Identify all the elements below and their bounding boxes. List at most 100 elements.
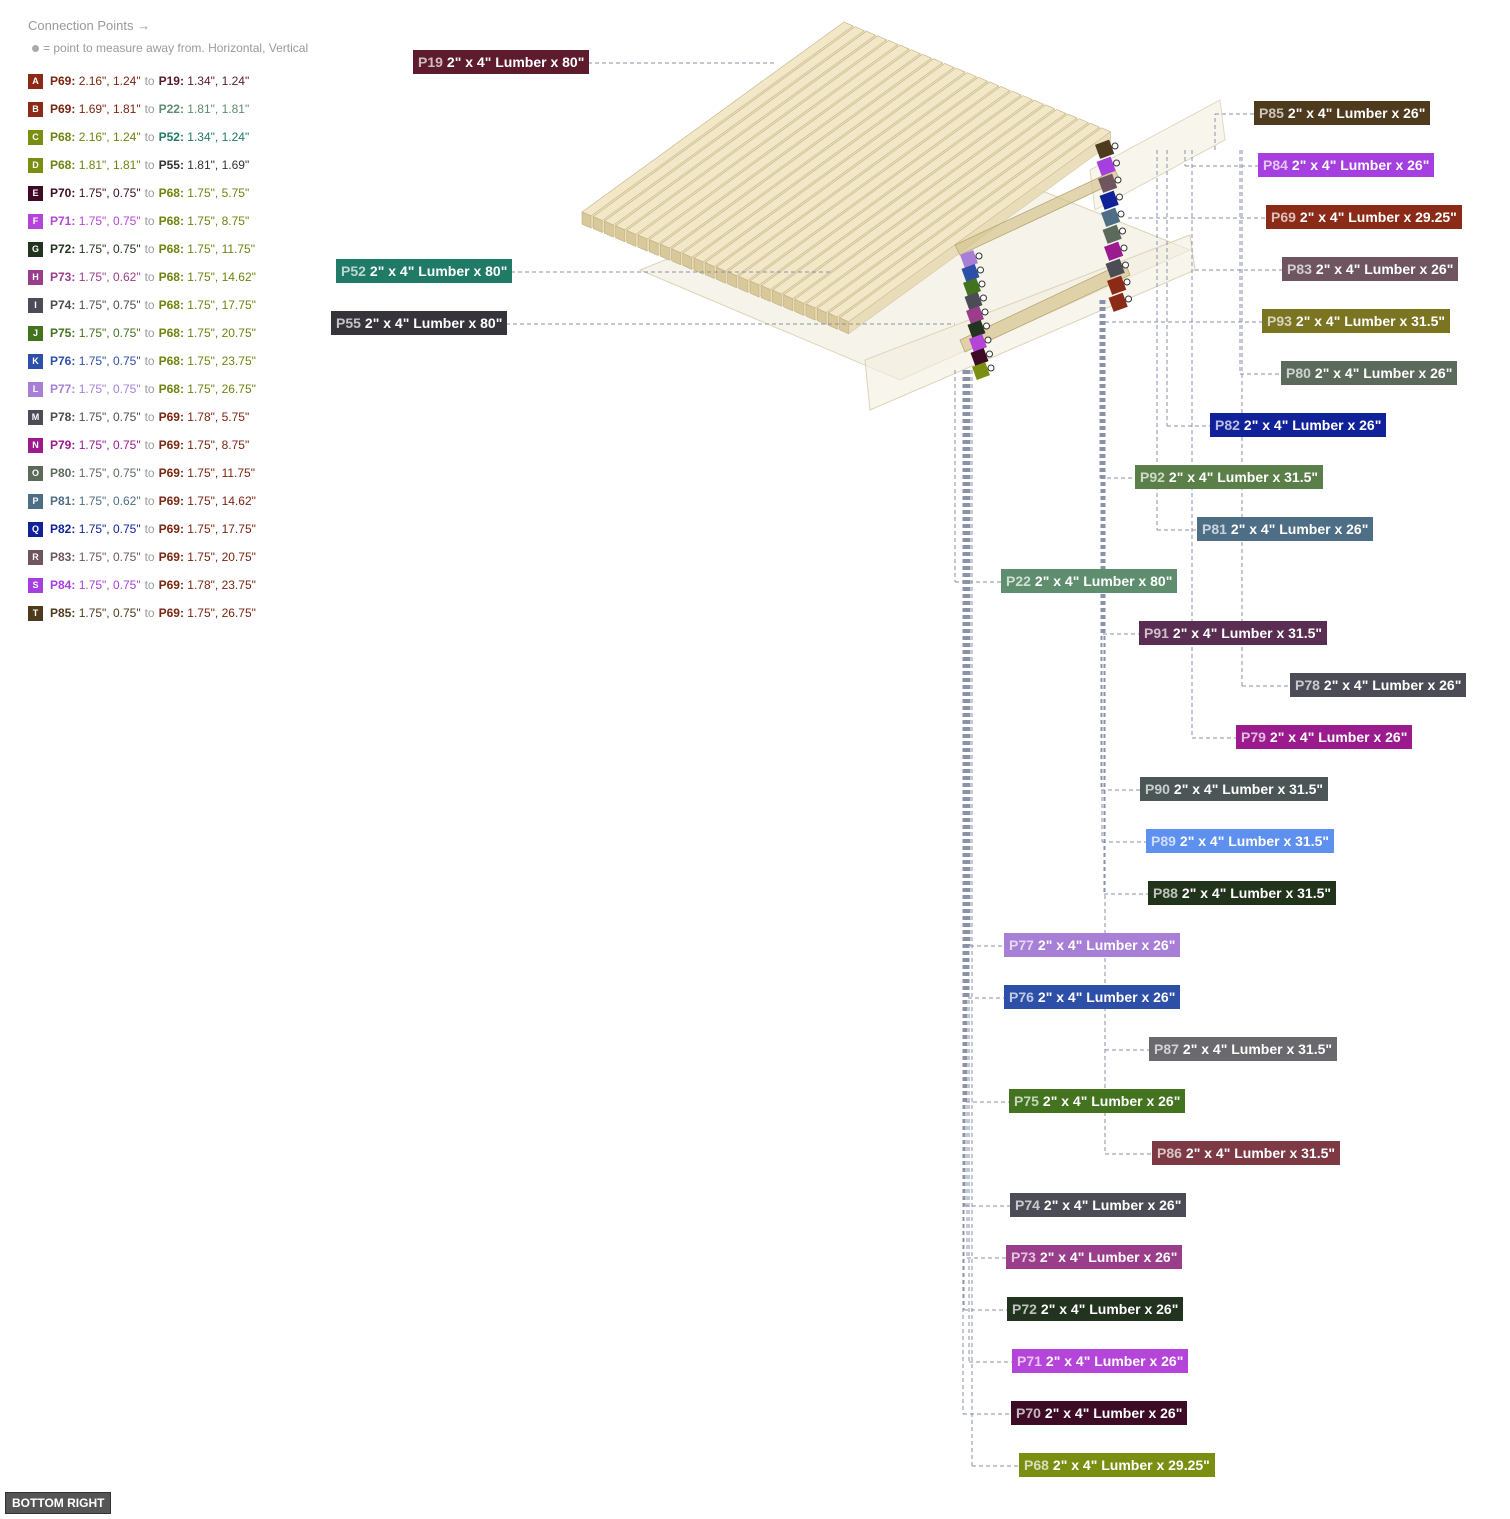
part-id: P71	[1017, 1353, 1042, 1369]
from-value: 1.75", 0.75"	[75, 214, 141, 228]
to-value: 1.75", 11.75"	[183, 466, 255, 480]
right-frame	[1089, 99, 1226, 211]
measure-point-icon	[1123, 278, 1131, 286]
from-value: 1.75", 0.75"	[75, 550, 141, 564]
to-value: 1.75", 17.75"	[183, 298, 256, 312]
from-part: P69:	[50, 74, 76, 88]
to-part: P69:	[158, 438, 184, 452]
cross-member	[959, 261, 1131, 353]
connection-letter-badge: D	[28, 157, 43, 173]
to-part: P69:	[158, 494, 184, 508]
from-value: 1.75", 0.75"	[75, 354, 141, 368]
connection-letter-badge: S	[28, 577, 43, 593]
to-value: 1.75", 20.75"	[183, 326, 256, 340]
part-id: P91	[1144, 625, 1169, 641]
from-value: 1.75", 0.75"	[75, 242, 141, 256]
from-value: 1.75", 0.75"	[75, 606, 141, 620]
to-word: to	[144, 354, 155, 368]
connection-marker	[1096, 156, 1116, 176]
to-word: to	[144, 102, 155, 116]
part-id: P52	[341, 263, 366, 279]
part-description: 2" x 4" Lumber x 26"	[1044, 1405, 1183, 1421]
measure-point-icon	[32, 45, 39, 53]
to-word: to	[144, 130, 155, 144]
part-description: 2" x 4" Lumber x 31.5"	[1182, 1041, 1333, 1057]
measure-point-icon	[981, 308, 989, 316]
to-part: P69:	[158, 606, 184, 620]
connection-points-legend: Connection Points → = point to measure a…	[28, 18, 308, 627]
from-part: P83:	[50, 550, 76, 564]
from-part: P71:	[50, 214, 76, 228]
legend-note-text: = point to measure away from. Horizontal…	[43, 41, 309, 55]
part-description: 2" x 4" Lumber x 26"	[1291, 157, 1430, 173]
part-description: 2" x 4" Lumber x 26"	[1037, 989, 1176, 1005]
part-description: 2" x 4" Lumber x 31.5"	[1172, 625, 1323, 641]
connection-marker	[1099, 190, 1119, 210]
part-id: P74	[1015, 1197, 1040, 1213]
connection-marker	[970, 348, 989, 366]
part-id: P79	[1241, 729, 1266, 745]
part-id: P22	[1006, 573, 1031, 589]
from-value: 1.81", 1.81"	[75, 158, 141, 172]
to-value: 1.75", 26.75"	[183, 382, 256, 396]
view-label[interactable]: BOTTOM RIGHT	[5, 1492, 112, 1514]
from-value: 1.75", 0.75"	[75, 438, 141, 452]
connection-marker	[964, 292, 983, 310]
part-id: P87	[1154, 1041, 1179, 1057]
from-part: P75:	[50, 326, 76, 340]
to-part: P68:	[158, 354, 184, 368]
legend-title: Connection Points →	[28, 18, 151, 33]
part-description: 2" x 4" Lumber x 31.5"	[1185, 1145, 1336, 1161]
from-part: P82:	[50, 522, 76, 536]
to-part: P19:	[158, 74, 184, 88]
part-id: P19	[418, 54, 443, 70]
to-word: to	[144, 606, 155, 620]
part-description: 2" x 4" Lumber x 26"	[1269, 729, 1408, 745]
to-word: to	[144, 186, 155, 200]
part-description: 2" x 4" Lumber x 26"	[1315, 261, 1454, 277]
connection-marker	[1098, 173, 1118, 193]
measure-point-icon	[1116, 193, 1123, 201]
connection-marker	[1105, 258, 1125, 278]
to-part: P22:	[158, 102, 184, 116]
part-id: P78	[1295, 677, 1320, 693]
to-word: to	[144, 438, 155, 452]
from-part: P70:	[50, 186, 76, 200]
